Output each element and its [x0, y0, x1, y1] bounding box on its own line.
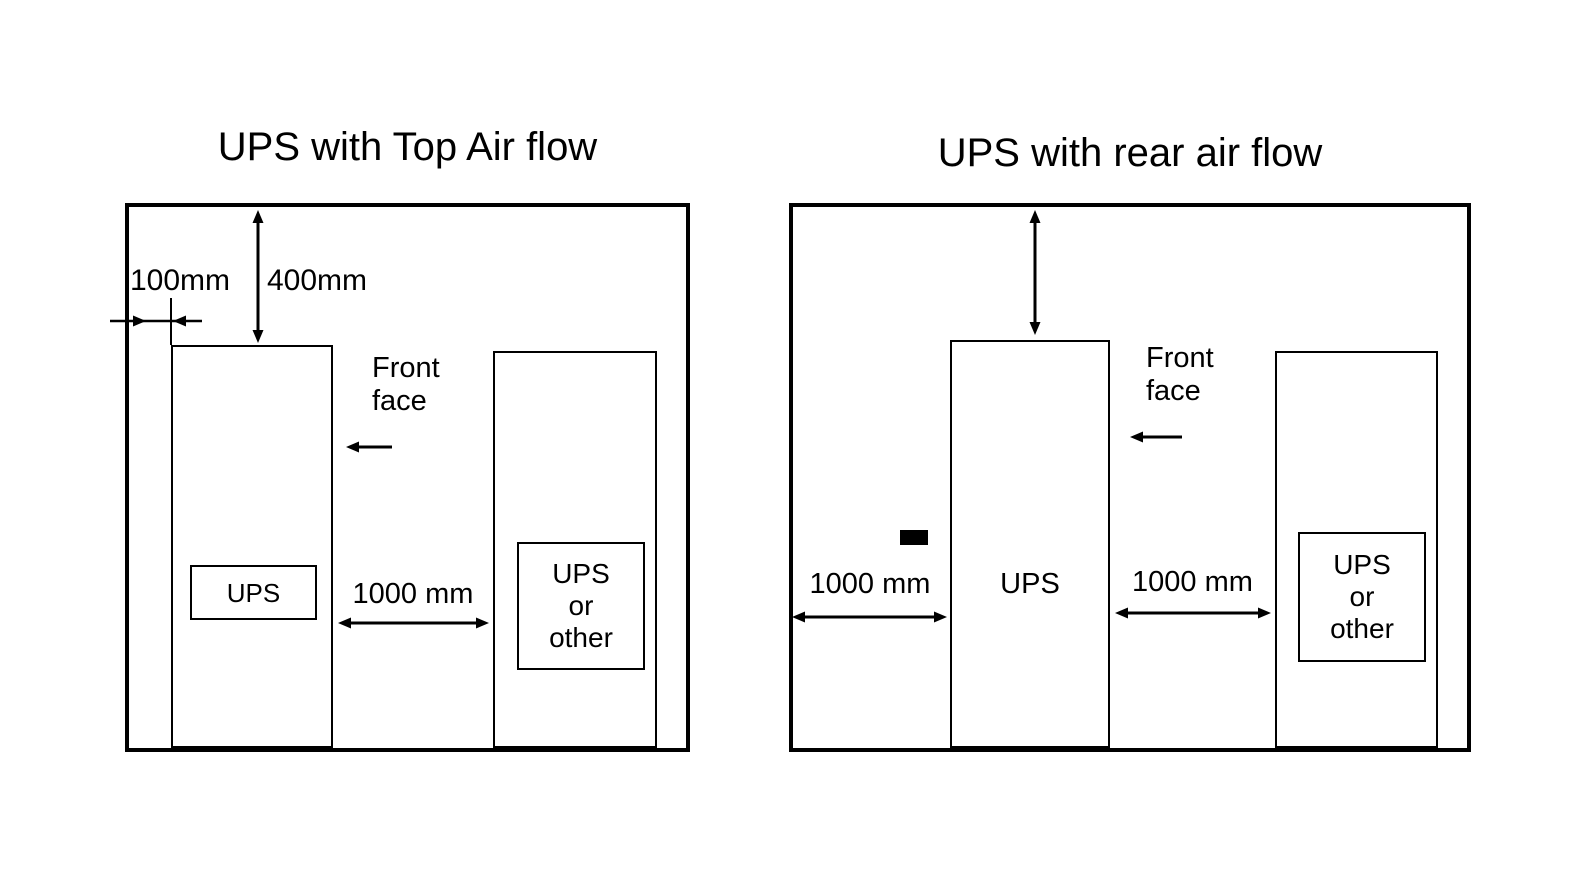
right-front-face-label: Front face: [1146, 342, 1214, 407]
left-ups-label: UPS: [226, 577, 281, 608]
left-front-face-label: Front face: [372, 352, 440, 417]
right-aisle-right-label: 1000 mm: [1132, 566, 1253, 598]
left-room-outline: [125, 203, 690, 752]
right-aisle-left-label: 1000 mm: [809, 568, 931, 600]
left-ups-cabinet: [171, 345, 333, 748]
right-ups-label: UPS: [1000, 568, 1060, 600]
right-diagram-title: UPS with rear air flow: [937, 131, 1323, 175]
right-room-outline: [789, 203, 1471, 752]
left-other-label-box: UPS or other: [517, 542, 645, 670]
right-other-label: UPS or other: [1330, 549, 1394, 644]
right-other-label-box: UPS or other: [1298, 532, 1426, 662]
left-ups-label-box: UPS: [190, 565, 317, 620]
left-other-label: UPS or other: [549, 558, 613, 653]
right-ups-cabinet: [950, 340, 1110, 748]
left-top-clearance-label: 400mm: [267, 264, 368, 297]
left-diagram-title: UPS with Top Air flow: [217, 125, 598, 169]
rear-vent-marker: [900, 530, 928, 545]
left-wall-clearance-label: 100mm: [130, 264, 231, 297]
left-aisle-label: 1000 mm: [352, 578, 474, 610]
